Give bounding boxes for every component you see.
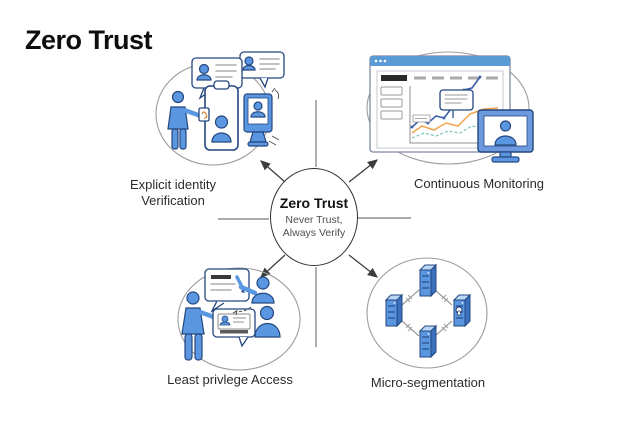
person-icon [167, 90, 201, 150]
label-continuous-monitoring: Continuous Monitoring [413, 176, 545, 191]
network-links [401, 289, 453, 337]
node-circle [366, 257, 488, 369]
server-network-illustration [366, 257, 488, 369]
chat-bubble-icon [239, 51, 285, 89]
identity-verification-illustration [155, 51, 285, 166]
server-icon [419, 264, 437, 297]
least-privilege-people-illustration [177, 267, 301, 371]
center-subtitle-line2: Always Verify [282, 226, 346, 239]
kiosk-screen-icon [243, 93, 273, 147]
keyhole-icon [455, 306, 463, 316]
label-least-privilege-access: Least privlege Access [167, 372, 293, 387]
arrow-to-top-right [348, 159, 379, 183]
phone-verification-icon [198, 80, 239, 151]
label-explicit-identity-verification: Explicit identity Verification [103, 177, 243, 209]
page-title: Zero Trust [25, 25, 153, 55]
arrow-to-top-left [260, 160, 286, 183]
server-icon [419, 325, 437, 358]
label-line: Verification [141, 193, 205, 208]
node-circle [366, 51, 530, 165]
person-icon [238, 276, 275, 304]
node-circle [177, 267, 301, 371]
center-title: Zero Trust [279, 194, 349, 211]
motion-marks-icon [268, 87, 280, 146]
monitor-user-icon [477, 109, 534, 163]
server-icon [385, 294, 403, 327]
document-bubble-icon [204, 268, 250, 313]
center-node: Zero Trust Never Trust, Always Verify [270, 168, 358, 266]
label-micro-segmentation: Micro-segmentation [370, 375, 486, 390]
arrow-to-bottom-right [348, 254, 379, 278]
label-line: Explicit identity [130, 177, 216, 192]
id-card-bubble-icon [212, 308, 256, 348]
alert-bubble-icon [439, 89, 474, 118]
monitoring-dashboard-illustration [366, 51, 534, 165]
person-icon [254, 305, 281, 338]
chat-bubble-icon [191, 57, 243, 100]
center-subtitle-line1: Never Trust, [285, 213, 343, 226]
arrow-to-bottom-left [260, 254, 286, 278]
